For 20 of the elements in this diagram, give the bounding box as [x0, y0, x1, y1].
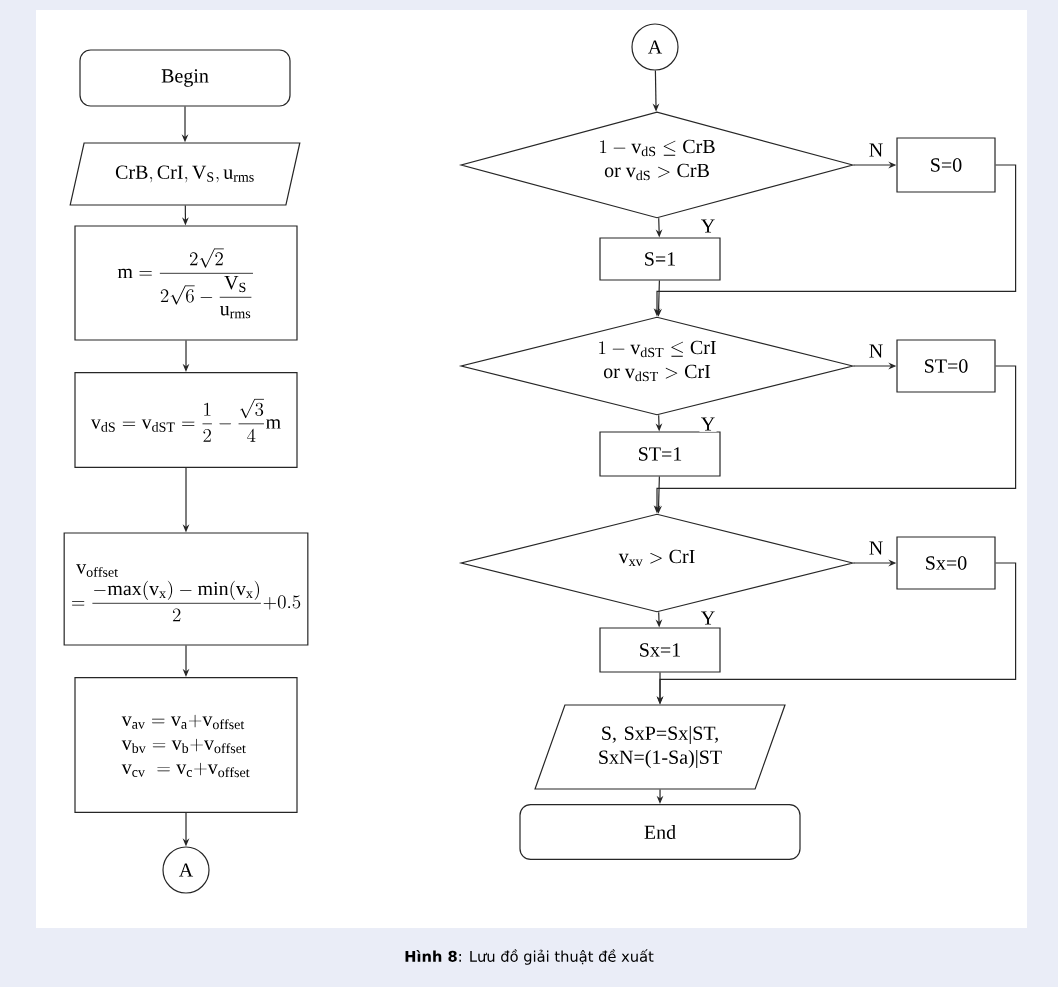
process-box: Sx=1	[599, 627, 721, 673]
edge-label: N	[867, 142, 885, 158]
process-box: ST=0	[896, 339, 996, 393]
process-box: $\begin{array}{l}\;\mathrm{v_{offset}}\\ =\dfrac{-\mathrm{max}(\mathrm{v_x})-\mathrm{min}(\mathrm{v_x})}{2}{+}0.5\end{array}$	[63, 532, 309, 646]
terminal-box: End	[519, 803, 801, 861]
edge-label: Y	[699, 416, 717, 432]
edge-label: Y	[699, 218, 717, 234]
io-parallelogram: $\mathrm{CrB,CrI,V_S,u_{rms}}$	[69, 142, 301, 206]
edge-label: Y	[699, 610, 717, 626]
process-box: $\mathrm{m}=\dfrac{2\sqrt{2}}{2\sqrt{6}-\dfrac{\mathrm{V_S}}{\mathrm{u_{rms}}}}$	[74, 225, 298, 341]
process-box: $\begin{array}{l}\mathrm{v_{av}}=\mathrm{v_a}{+}\mathrm{v_{offset}}\\ \mathrm{v_{bv}}=\mathrm{v_b}{+}\mathrm{v_{offset}}\\ \mathrm{v_{cv}}\;=\mathrm{v_c}{+}\mathrm{v_{offset}}\end{array}$	[74, 676, 298, 814]
caption: Hình 8: Lưu đồ giải thuật đề xuất	[405, 949, 654, 965]
process-box: ST=1	[599, 431, 721, 477]
process-box: $\mathrm{v_{dS}}=\mathrm{v_{dST}}=\dfrac{1}{2}-\dfrac{\sqrt{3}}{4}\mathrm{m}$	[74, 371, 298, 469]
process-box: Sx=0	[896, 536, 996, 590]
edge-label: N	[867, 343, 885, 359]
process-box: S=0	[896, 137, 996, 193]
process-box: S=1	[599, 237, 721, 281]
edge-label: N	[867, 540, 885, 556]
terminal-box: Begin	[79, 49, 291, 107]
